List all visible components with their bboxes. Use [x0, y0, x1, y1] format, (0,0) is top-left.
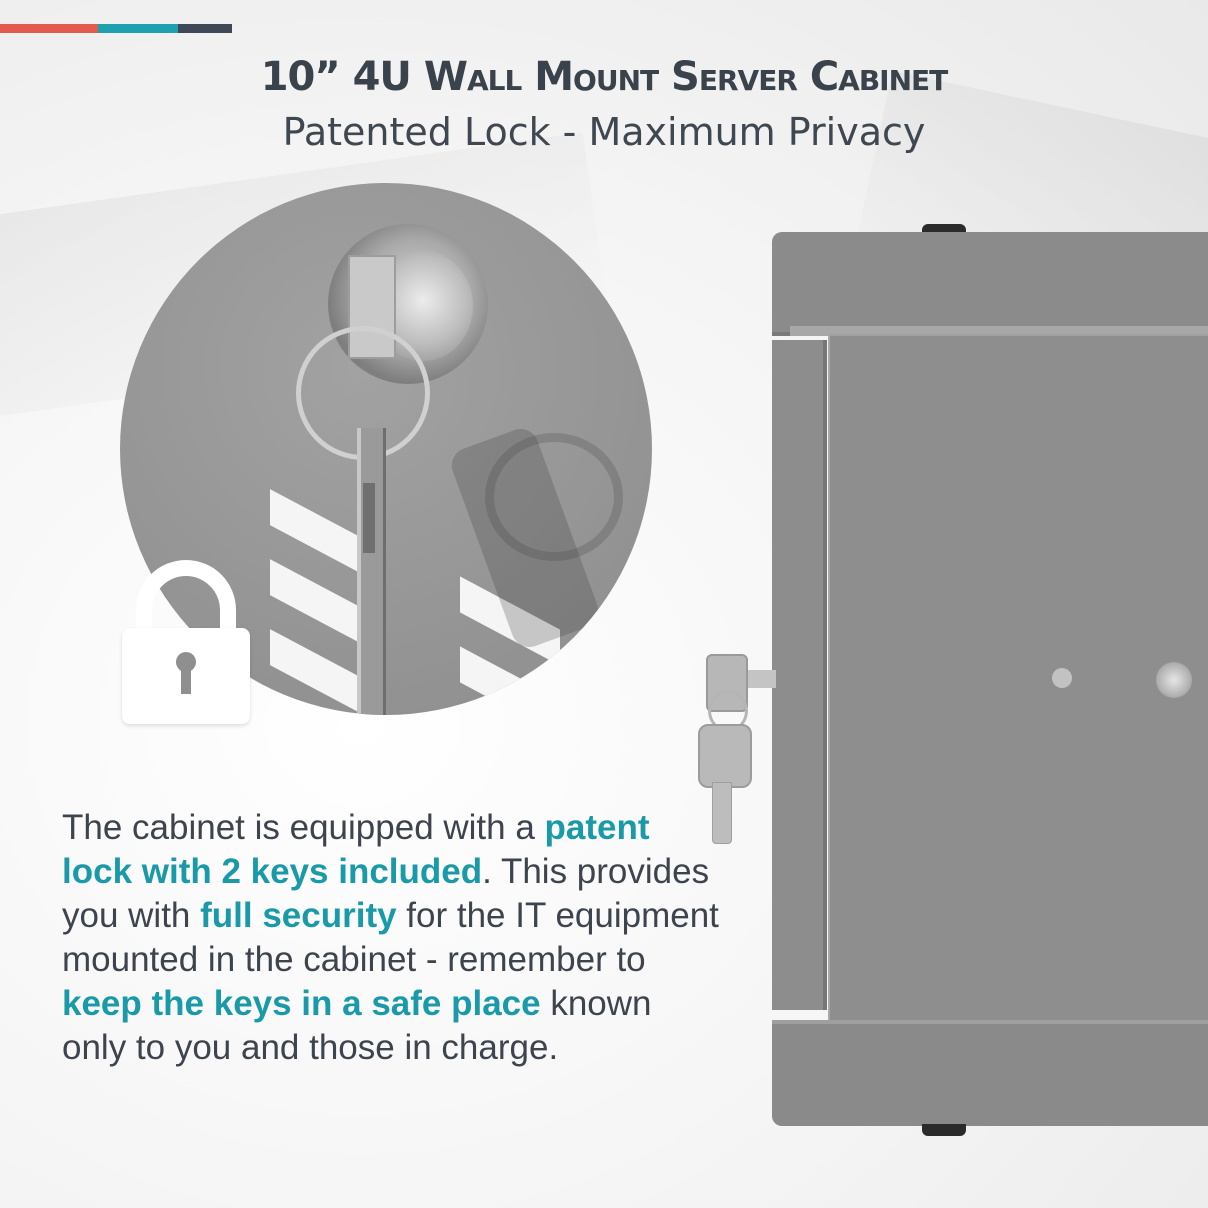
cabinet-bottom	[772, 1020, 1208, 1126]
key-shadow	[485, 433, 623, 561]
cabinet-door	[828, 334, 1208, 1026]
page-title: 10” 4U Wall Mount Server Cabinet	[260, 54, 949, 100]
vent-slot	[270, 489, 360, 573]
cabinet-foot	[922, 1124, 966, 1136]
accent-stripe-dark	[178, 24, 232, 33]
cabinet-top-edge	[790, 326, 1208, 336]
description-segment: for the IT equipment mounted in the cabi…	[62, 896, 719, 979]
description-segment: known only to you and those in charge.	[62, 984, 652, 1067]
page-subtitle: Patented Lock - Maximum Privacy	[282, 110, 926, 154]
description-highlight: patent lock with 2 keys included	[62, 808, 650, 891]
key-fob-window	[363, 483, 375, 553]
lock-closeup-image	[120, 183, 652, 715]
accent-stripe-teal	[98, 24, 178, 33]
key	[698, 724, 752, 788]
key-blade	[744, 670, 776, 688]
vent-slot	[270, 559, 360, 643]
description-segment: The cabinet is equipped with a	[62, 808, 545, 847]
key-fob	[357, 428, 386, 715]
cabinet-lock	[1156, 662, 1192, 698]
cabinet-top	[772, 232, 1208, 336]
description-highlight: full security	[200, 896, 397, 935]
description-highlight: keep the keys in a safe place	[62, 984, 541, 1023]
cabinet-side	[772, 340, 827, 1010]
description-text: The cabinet is equipped with a patent lo…	[62, 806, 722, 1070]
accent-stripe-red	[0, 24, 98, 33]
key-blade	[712, 782, 732, 844]
description-segment: . This provides you with	[62, 852, 710, 935]
cabinet-door-rivet	[1052, 668, 1072, 688]
lock-icon-keyhole	[181, 666, 191, 694]
